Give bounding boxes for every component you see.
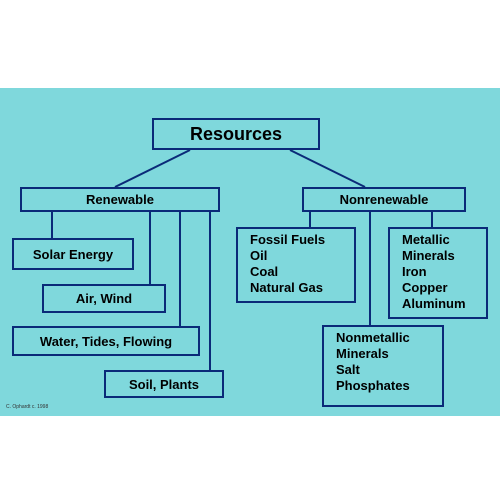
nonmetallic-line-3: Salt — [336, 362, 360, 377]
nonmetallic-line-4: Phosphates — [336, 378, 410, 393]
node-resources: Resources — [152, 118, 320, 150]
node-air-wind-label: Air, Wind — [75, 291, 133, 306]
metallic-line-1: Metallic — [402, 232, 450, 247]
fossil-line-4: Natural Gas — [250, 280, 323, 295]
fossil-line-1: Fossil Fuels — [250, 232, 326, 247]
node-air-wind: Air, Wind — [42, 284, 166, 313]
metallic-line-3: Iron — [402, 264, 427, 279]
metallic-line-2: Minerals — [402, 248, 455, 263]
link-root-renewable — [114, 149, 191, 188]
credit-text: C. Ophardt c. 1998 — [6, 404, 49, 410]
node-nonmetallic-minerals: Nonmetallic Minerals Salt Phosphates — [322, 325, 444, 407]
node-renewable: Renewable — [20, 187, 220, 212]
metallic-line-4: Copper — [402, 280, 448, 295]
node-nonrenewable-label: Nonrenewable — [339, 192, 429, 207]
node-water-tides-flowing-label: Water, Tides, Flowing — [39, 333, 173, 349]
node-solar-energy-label: Solar Energy — [32, 246, 114, 262]
node-solar-energy: Solar Energy — [12, 238, 134, 270]
nonmetallic-line-1: Nonmetallic — [336, 330, 410, 345]
node-water-tides-flowing: Water, Tides, Flowing — [12, 326, 200, 356]
node-soil-plants: Soil, Plants — [104, 370, 224, 398]
node-nonrenewable: Nonrenewable — [302, 187, 466, 212]
node-fossil-fuels: Fossil Fuels Oil Coal Natural Gas — [236, 227, 356, 303]
node-renewable-label: Renewable — [86, 192, 154, 207]
node-resources-label: Resources — [189, 123, 283, 144]
metallic-line-5: Aluminum — [402, 296, 466, 311]
fossil-line-3: Coal — [250, 264, 279, 279]
fossil-line-2: Oil — [250, 248, 268, 263]
node-metallic-minerals: Metallic Minerals Iron Copper Aluminum — [388, 227, 488, 319]
node-soil-plants-label: Soil, Plants — [128, 376, 200, 392]
link-root-nonrenewable — [289, 149, 366, 188]
nonmetallic-line-2: Minerals — [336, 346, 389, 361]
